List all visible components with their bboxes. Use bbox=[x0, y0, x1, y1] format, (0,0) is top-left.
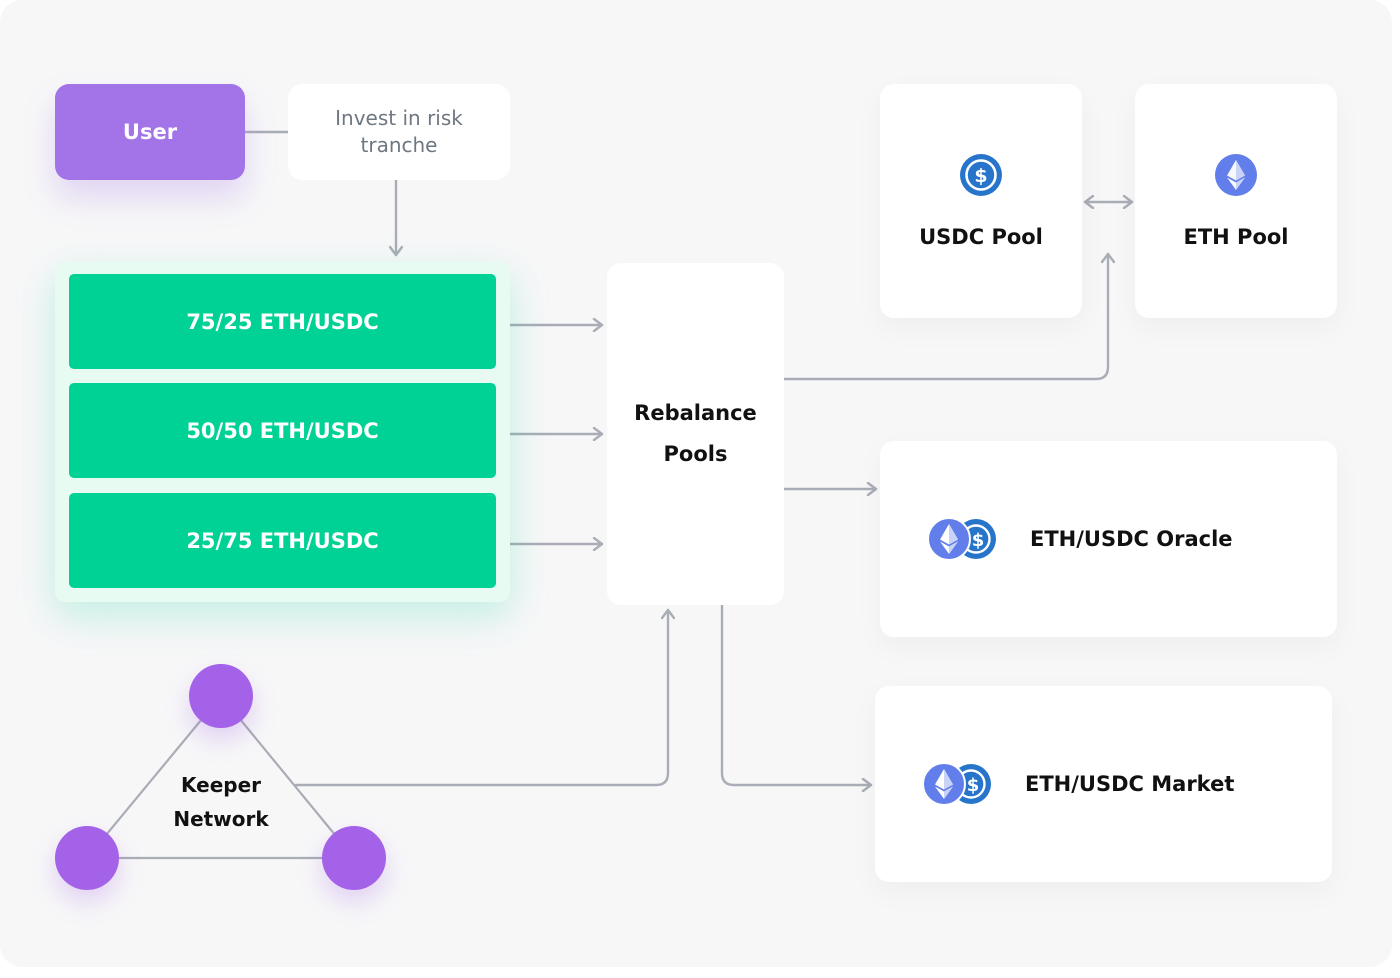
tranche-50-50: 50/50 ETH/USDC bbox=[69, 383, 496, 478]
svg-text:$: $ bbox=[972, 530, 985, 551]
usdc-pool-label: USDC Pool bbox=[919, 224, 1043, 249]
usdc-pool-box: $ USDC Pool bbox=[880, 84, 1082, 318]
svg-text:$: $ bbox=[974, 165, 987, 187]
tranche-25-75: 25/75 ETH/USDC bbox=[69, 493, 496, 588]
tranche-75-25: 75/25 ETH/USDC bbox=[69, 274, 496, 369]
keeper-triangle bbox=[85, 694, 356, 860]
eth-pool-label: ETH Pool bbox=[1183, 224, 1289, 249]
usdc-icon: $ bbox=[960, 153, 1002, 201]
eth-usdc-pair-icon: $ bbox=[928, 518, 998, 560]
keeper-to-rebalance-arrow bbox=[294, 608, 668, 787]
rebalance-to-pools-arrow bbox=[782, 252, 1108, 381]
keeper-node-top bbox=[189, 664, 253, 728]
rebalance-label-line2: Pools bbox=[663, 442, 728, 466]
svg-text:$: $ bbox=[967, 775, 980, 796]
keeper-label-line1: Keeper bbox=[180, 773, 262, 797]
oracle-box: $ ETH/USDC Oracle bbox=[880, 441, 1337, 637]
eth-pool-box: ETH Pool bbox=[1135, 84, 1337, 318]
tranche-label: 75/25 ETH/USDC bbox=[186, 309, 379, 334]
eth-usdc-pair-icon: $ bbox=[923, 763, 993, 805]
oracle-label: ETH/USDC Oracle bbox=[1030, 527, 1233, 551]
user-box: User bbox=[55, 84, 245, 180]
eth-icon bbox=[1215, 153, 1257, 201]
user-label: User bbox=[122, 120, 178, 144]
market-box: $ ETH/USDC Market bbox=[875, 686, 1332, 882]
keeper-network-label: Keeper Network bbox=[150, 768, 292, 836]
tranche-label: 25/75 ETH/USDC bbox=[186, 528, 379, 553]
keeper-label-line2: Network bbox=[173, 807, 269, 831]
keeper-node-right bbox=[322, 826, 386, 890]
rebalance-pools-box: Rebalance Pools bbox=[607, 263, 784, 605]
invest-label: Invest in risk tranche bbox=[335, 106, 463, 157]
rebalance-label-line1: Rebalance bbox=[634, 401, 757, 425]
rebalance-to-market-arrow bbox=[720, 603, 873, 785]
market-label: ETH/USDC Market bbox=[1025, 772, 1235, 796]
tranche-label: 50/50 ETH/USDC bbox=[186, 418, 379, 443]
invest-box: Invest in risk tranche bbox=[288, 84, 510, 180]
keeper-node-left bbox=[55, 826, 119, 890]
